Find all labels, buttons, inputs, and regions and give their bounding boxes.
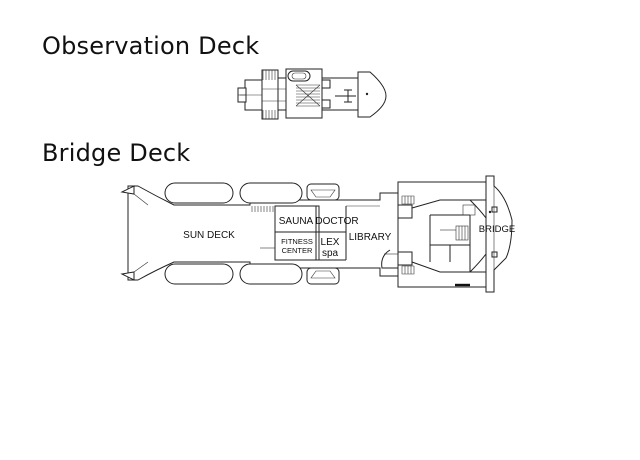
room-label-bridge: BRIDGE — [479, 224, 515, 235]
bridge-deck-title: Bridge Deck — [42, 139, 191, 167]
room-label-sun-deck: SUN DECK — [183, 230, 235, 241]
room-label-sauna: SAUNA — [279, 216, 314, 227]
room-label-center: CENTER — [282, 246, 313, 255]
observation-deck-title: Observation Deck — [42, 32, 260, 60]
bridge-deck-plan — [120, 175, 513, 293]
room-label-fitness: FITNESS — [281, 237, 313, 246]
room-label-lex: LEX — [321, 237, 340, 248]
room-label-doctor: DOCTOR — [315, 216, 358, 227]
room-label-library: LIBRARY — [349, 232, 392, 243]
observation-deck-plan — [237, 68, 387, 120]
room-label-spa: spa — [322, 248, 339, 259]
